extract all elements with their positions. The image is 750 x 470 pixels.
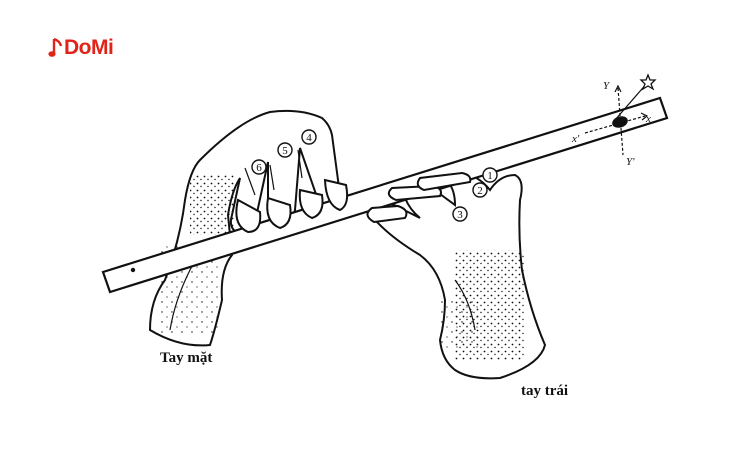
left-hand-finger-numbers: 3 2 1 (452, 167, 498, 222)
axis-label-x: x (645, 113, 651, 125)
finger-number-5: 5 (277, 142, 293, 158)
flute-end-hole (130, 267, 136, 273)
left-hand (371, 170, 547, 380)
svg-text:2: 2 (477, 185, 483, 197)
flute (101, 96, 669, 294)
svg-text:3: 3 (457, 209, 463, 221)
left-hand-caption: tay trái (521, 383, 569, 399)
star-icon (639, 73, 657, 91)
right-hand-caption: Tay mặt (160, 350, 213, 366)
axis-indicator (584, 73, 657, 156)
finger-number-6: 6 (251, 159, 267, 175)
right-hand-fingertips (235, 178, 349, 234)
finger-number-4: 4 (301, 129, 317, 145)
x-arrow-icon (640, 112, 649, 121)
direction-line (614, 81, 649, 121)
svg-text:6: 6 (256, 162, 262, 174)
music-note-icon (48, 37, 63, 57)
domi-logo: DoMi (48, 36, 114, 60)
finger-number-1: 1 (482, 167, 498, 183)
axis-label-y: Y (603, 80, 611, 92)
svg-text:1: 1 (487, 170, 493, 182)
y-axis-line (617, 87, 624, 156)
logo-letter-d: D (64, 36, 79, 59)
finger-number-2: 2 (472, 182, 488, 198)
right-hand-finger-numbers: 6 5 4 (251, 129, 317, 175)
logo-letters-rest: oMi (78, 36, 114, 59)
y-arrow-icon (614, 84, 622, 93)
left-hand-fingertips (366, 171, 472, 224)
svg-text:5: 5 (282, 145, 288, 157)
axis-label-y-prime: Y' (626, 156, 635, 168)
svg-text:4: 4 (306, 132, 312, 144)
logo-wordmark: DoMi (64, 36, 114, 60)
axis-label-x-prime: x' (571, 133, 580, 145)
x-axis-line (584, 115, 646, 134)
finger-number-3: 3 (452, 206, 468, 222)
